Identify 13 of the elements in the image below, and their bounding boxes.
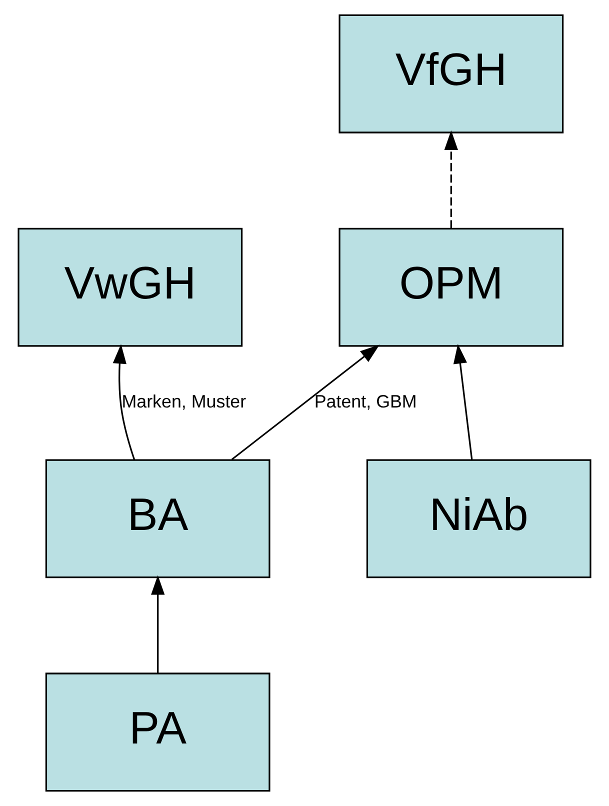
- node-box: OPM: [338, 228, 564, 347]
- arrow: [453, 344, 473, 460]
- arrow: [112, 344, 136, 460]
- edge-label: Patent, GBM: [314, 392, 417, 412]
- arrow: [231, 344, 380, 460]
- arrow: [151, 575, 165, 674]
- edge-label: Marken, Muster: [122, 392, 246, 412]
- arrow: [444, 130, 458, 228]
- node-box: VwGH: [18, 228, 243, 347]
- node-box: NiAb: [366, 459, 592, 578]
- node-box: BA: [45, 459, 270, 578]
- node-box: VfGH: [338, 14, 564, 134]
- node-box: PA: [45, 672, 270, 792]
